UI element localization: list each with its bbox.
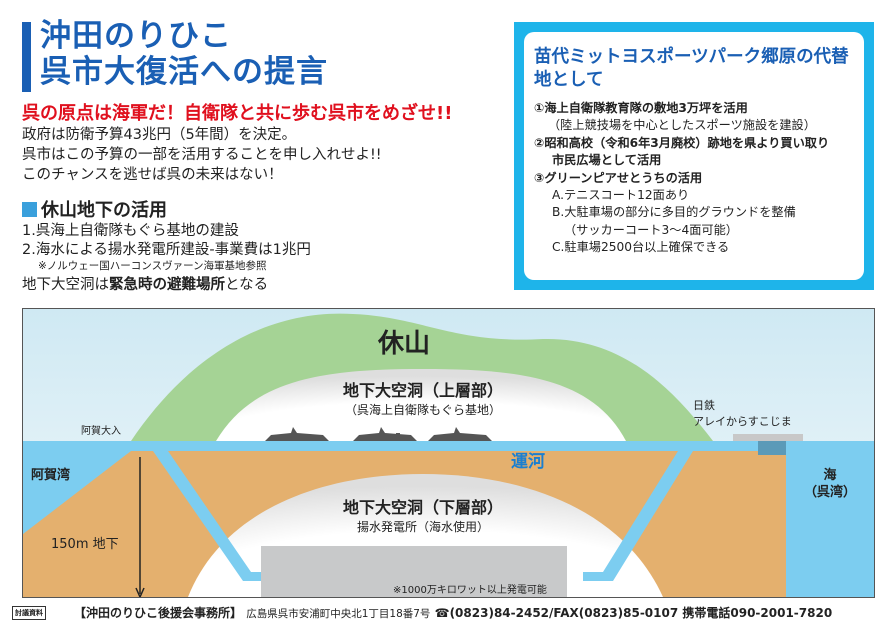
footer-office: 【沖田のりひこ後援会事務所】 <box>74 606 243 620</box>
aga-bay-water <box>23 451 131 534</box>
footer: 討議資料 【沖田のりひこ後援会事務所】 広島県呉市安浦町中央北1丁目18番7号 ☎… <box>12 604 832 621</box>
section-list: 1.呉海上自衛隊もぐら基地の建設 2.海水による揚水発電所建設‐事業費は1兆円 … <box>22 222 311 295</box>
sea-line-2: （呉湾） <box>803 485 856 500</box>
upper-cavern-title: 地下大空洞（上層部） <box>342 381 503 400</box>
left-canal-shaft <box>153 451 263 581</box>
intro-line: このチャンスを逃せば呉の未来はない！ <box>22 167 283 183</box>
proposal-item: （陸上競技場を中心としたスポーツ施設を建設） <box>548 118 816 133</box>
intro-text: 政府は防衛予算43兆円（5年間）を決定。 呉市はこの予算の一部を活用することを申… <box>22 125 382 185</box>
list-item: 2.海水による揚水発電所建設‐事業費は1兆円 <box>22 242 311 258</box>
aga-bay-label: 阿賀湾 <box>31 468 71 483</box>
footer-phone: ☎(0823)84-2452/FAX(0823)85-0107 携帯電話090-… <box>434 606 833 620</box>
nittetsu-label: 日鉄アレイからすこじま <box>693 397 792 429</box>
right-canal-shaft <box>583 451 693 581</box>
submarines <box>265 427 492 441</box>
power-plant <box>261 546 567 597</box>
intro-line: 呉市はこの予算の一部を活用することを申し入れせよ!! <box>22 147 382 163</box>
kure-bay-water <box>786 451 874 597</box>
proposal-item: （サッカーコート3～4面可能） <box>564 222 738 237</box>
closing-line: 地下大空洞は緊急時の避難場所となる <box>22 276 311 295</box>
sea-line-1: 海 <box>823 468 837 483</box>
intro-line: 政府は防衛予算43兆円（5年間）を決定。 <box>22 127 297 143</box>
proposal-item: ③グリーンピアせとうちの活用 <box>534 170 703 185</box>
proposal-item: ②昭和高校（令和6年3月廃校）跡地を県より買い取り <box>534 135 830 150</box>
pier-water <box>758 441 786 455</box>
section-heading: 休山地下の活用 <box>22 196 167 222</box>
diagram-graphic <box>23 309 874 599</box>
depth-label: 150m 地下 <box>51 537 119 552</box>
title-line-1: 沖田のりひこ <box>40 18 232 54</box>
upper-cavern <box>216 369 626 441</box>
mountain-label: 休山 <box>378 329 431 359</box>
proposal-item: A.テニスコート12面あり <box>552 188 690 203</box>
closing-suffix: となる <box>225 277 269 293</box>
water-surface <box>23 441 874 451</box>
lower-cavern-title: 地下大空洞（下層部） <box>342 498 503 517</box>
canal-label: 運河 <box>511 452 545 472</box>
nittetsu-line-2: アレイからすこじま <box>693 415 792 428</box>
aga-entrance-label: 阿賀大入 <box>81 426 121 437</box>
proposal-box: 苗代ミットヨスポーツパーク郷原の代替地として ①海上自衛隊教育隊の敷地3万坪を活… <box>514 22 874 290</box>
upper-cavern-sub: （呉海上自衛隊もぐら基地） <box>344 403 501 417</box>
title-line-2: 呉市大復活への提言 <box>40 54 328 90</box>
footer-tag: 討議資料 <box>12 606 46 620</box>
list-note: ※ノルウェー国ハーコンスヴァーン海軍基地参照 <box>38 260 267 272</box>
proposal-item: C.駐車場2500台以上確保できる <box>552 240 730 255</box>
proposal-items: ①海上自衛隊教育隊の敷地3万坪を活用 （陸上競技場を中心としたスポーツ施設を建設… <box>534 100 854 257</box>
proposal-inner: 苗代ミットヨスポーツパーク郷原の代替地として ①海上自衛隊教育隊の敷地3万坪を活… <box>524 32 864 280</box>
footer-address: 広島県呉市安浦町中央北1丁目18番7号 <box>246 608 431 620</box>
closing-bold: 緊急時の避難場所 <box>109 277 225 293</box>
power-note: ※1000万キロワット以上発電可能 <box>393 585 547 596</box>
lower-cavern-sub: 揚水発電所（海水使用） <box>356 520 489 534</box>
section-heading-text: 休山地下の活用 <box>41 200 167 221</box>
proposal-item: B.大駐車場の部分に多目的グラウンドを整備 <box>552 205 796 220</box>
sea-label: 海 （呉湾） <box>791 467 869 501</box>
square-bullet-icon <box>22 202 37 217</box>
proposal-item: ①海上自衛隊教育隊の敷地3万坪を活用 <box>534 101 748 115</box>
proposal-item: 市民広場として活用 <box>552 153 662 168</box>
title-accent-bar <box>22 22 31 92</box>
proposal-title: 苗代ミットヨスポーツパーク郷原の代替地として <box>534 47 849 90</box>
page-title: 沖田のりひこ 呉市大復活への提言 <box>40 18 328 90</box>
cross-section-diagram: 休山 地下大空洞（上層部） （呉海上自衛隊もぐら基地） 阿賀大入 阿賀湾 日鉄ア… <box>22 308 875 599</box>
nittetsu-line-1: 日鉄 <box>693 399 715 412</box>
list-item: 1.呉海上自衛隊もぐら基地の建設 <box>22 223 239 239</box>
closing-prefix: 地下大空洞は <box>22 277 109 293</box>
slogan: 呉の原点は海軍だ！自衛隊と共に歩む呉市をめざせ!! <box>22 103 453 124</box>
